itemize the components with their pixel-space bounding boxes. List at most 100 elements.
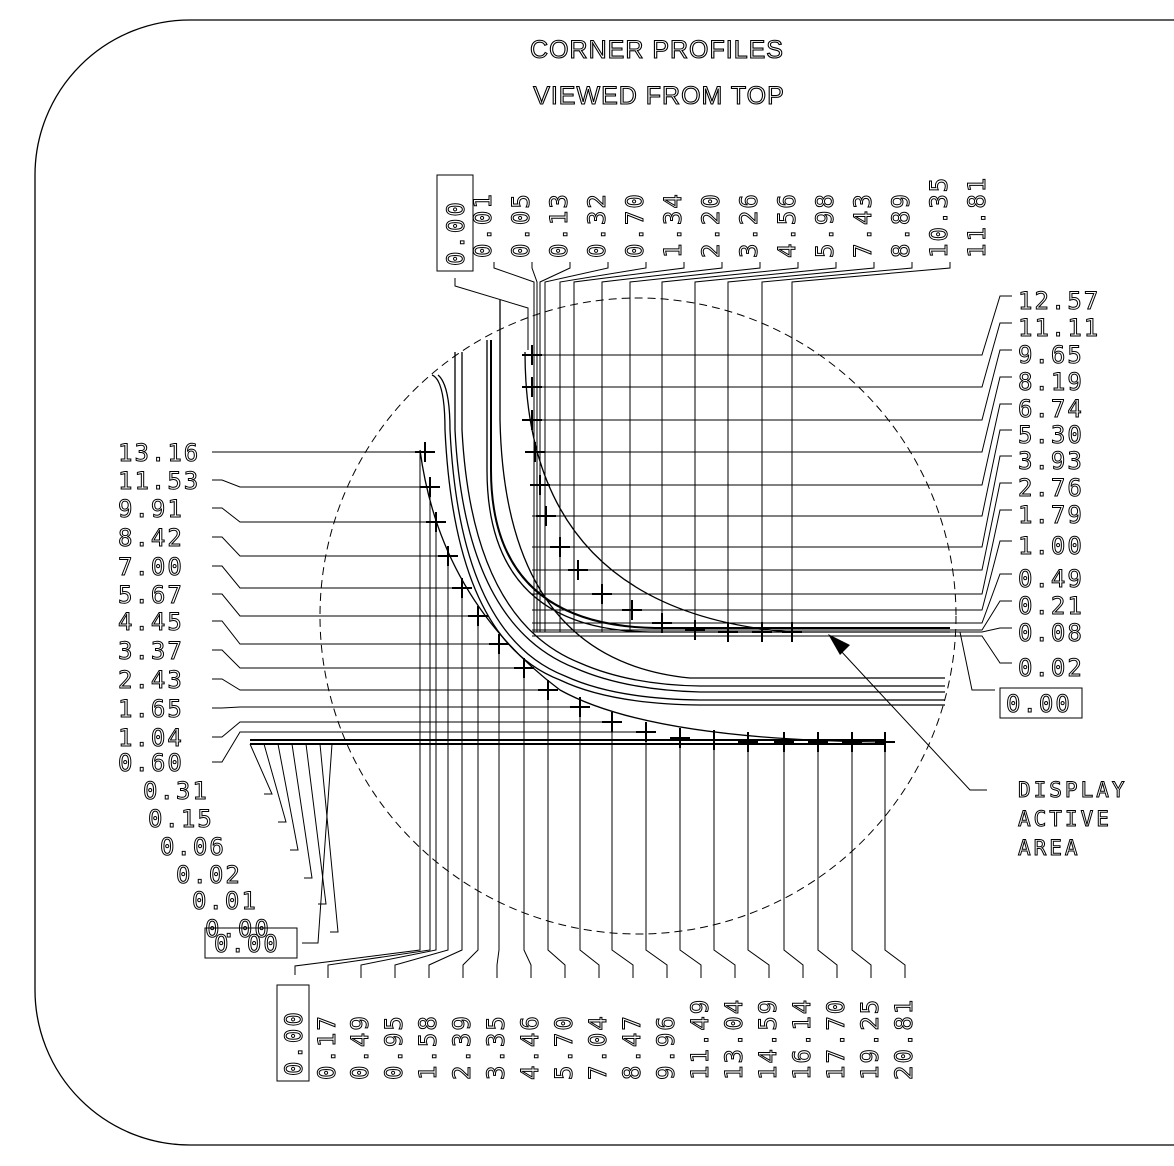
left-leader <box>212 620 499 645</box>
left-leader <box>212 721 612 738</box>
callout-label-line-3: AREA <box>1018 836 1081 860</box>
top-value-label: 1.34 <box>659 192 687 258</box>
right-leader <box>532 627 1012 633</box>
right-value-label: 0.02 <box>1018 654 1084 682</box>
left-leader <box>212 507 436 523</box>
bottom-value-label: 2.39 <box>448 1014 476 1080</box>
top-leader <box>761 262 913 632</box>
left-value-label: 0.01 <box>192 887 258 915</box>
bottom-leader <box>428 588 463 978</box>
top-value-label: 0.70 <box>621 192 649 258</box>
bottom-value-label: 16.14 <box>788 998 816 1080</box>
bottom-leader <box>783 742 804 978</box>
outer-profile-line-5 <box>499 300 945 679</box>
left-value-label: 2.43 <box>118 666 184 694</box>
top-value-label: 3.26 <box>735 192 763 258</box>
left-leader <box>212 731 646 763</box>
right-leader <box>532 635 1012 664</box>
bottom-boxed-value: 0.00 <box>276 984 310 1082</box>
bottom-leader <box>747 742 770 978</box>
top-value-label: 5.98 <box>811 192 839 258</box>
right-value-label: 1.00 <box>1018 532 1084 560</box>
bottom-value-label: 8.47 <box>618 1014 646 1080</box>
left-value-label: 0.15 <box>148 805 214 833</box>
right-leader <box>532 403 1012 486</box>
bottom-leader <box>579 707 600 978</box>
bottom-boxed-frame <box>276 984 310 1082</box>
bottom-leader <box>360 522 437 978</box>
right-boxed-label: 0.00 <box>1006 690 1072 718</box>
left-leader <box>212 536 448 557</box>
left-boxed-value: 0.00 <box>204 927 298 959</box>
left-boxed-leader <box>302 743 333 944</box>
top-value-label: 11.81 <box>963 176 991 258</box>
top-boxed-frame <box>436 174 474 272</box>
top-value-label: 2.20 <box>697 192 725 258</box>
right-boxed-leader <box>959 631 995 691</box>
bottom-value-label: 11.49 <box>686 998 714 1080</box>
left-value-label: 0.06 <box>160 833 226 861</box>
right-value-label: 9.65 <box>1018 341 1084 369</box>
inner-profile-line-3 <box>524 351 791 633</box>
right-boxed-frame <box>999 687 1083 719</box>
left-boxed-label: 0.00 <box>214 930 280 958</box>
top-leader <box>727 262 875 632</box>
callout-label-line-2: ACTIVE <box>1018 807 1112 831</box>
right-leader <box>532 295 1012 356</box>
left-leader <box>305 743 327 905</box>
bottom-value-label: 13.04 <box>720 998 748 1080</box>
top-boxed-leader <box>454 278 529 350</box>
top-value-label: 0.05 <box>507 192 535 258</box>
top-value-label: 4.56 <box>773 192 801 258</box>
left-leader <box>263 743 287 823</box>
right-leader <box>532 349 1012 421</box>
left-leader <box>212 479 430 488</box>
right-value-label: 5.30 <box>1018 421 1084 449</box>
left-leader <box>277 743 299 851</box>
top-boxed-value: 0.00 <box>436 174 474 272</box>
top-value-label: 8.89 <box>887 192 915 258</box>
left-value-label: 1.65 <box>118 695 184 723</box>
left-value-label: 13.16 <box>118 439 200 467</box>
inner-profile-line-1 <box>486 340 950 633</box>
top-boxed-label: 0.00 <box>442 200 470 266</box>
right-value-label: 6.74 <box>1018 395 1084 423</box>
right-value-label: 3.93 <box>1018 447 1084 475</box>
right-value-label: 0.08 <box>1018 619 1084 647</box>
outer-profile-line-6 <box>419 449 886 743</box>
right-boxed-value: 0.00 <box>999 687 1083 719</box>
right-leader <box>532 509 1012 595</box>
bottom-value-label: 7.04 <box>584 1014 612 1080</box>
top-leader <box>539 262 571 632</box>
bottom-leader <box>645 732 668 978</box>
left-value-label: 4.45 <box>118 608 184 636</box>
top-leader <box>544 262 609 632</box>
right-leader <box>532 573 1012 624</box>
right-value-label: 0.49 <box>1018 565 1084 593</box>
inner-profile-line-2 <box>490 340 950 629</box>
bottom-boxed-label: 0.00 <box>280 1010 308 1076</box>
bottom-leader <box>884 742 906 978</box>
bottom-leader <box>462 616 479 978</box>
left-value-label: 3.37 <box>118 637 184 665</box>
drawing-frame <box>34 19 1174 1146</box>
left-leader <box>212 565 462 589</box>
top-leader <box>531 262 538 632</box>
left-leader <box>291 743 313 879</box>
top-leader <box>629 262 761 632</box>
left-value-label: 9.91 <box>118 495 184 523</box>
top-leader <box>791 262 951 632</box>
bottom-value-label: 9.96 <box>652 1014 680 1080</box>
bottom-value-label: 3.35 <box>482 1014 510 1080</box>
left-value-label: 8.42 <box>118 524 184 552</box>
bottom-leader <box>523 668 532 978</box>
bottom-leader <box>327 487 431 978</box>
right-leader <box>532 322 1012 388</box>
callout-leader <box>839 649 987 791</box>
left-leader <box>319 743 339 933</box>
right-value-label: 2.76 <box>1018 474 1084 502</box>
top-leader <box>694 262 837 632</box>
right-leader <box>532 482 1012 571</box>
bottom-leader <box>547 690 566 978</box>
